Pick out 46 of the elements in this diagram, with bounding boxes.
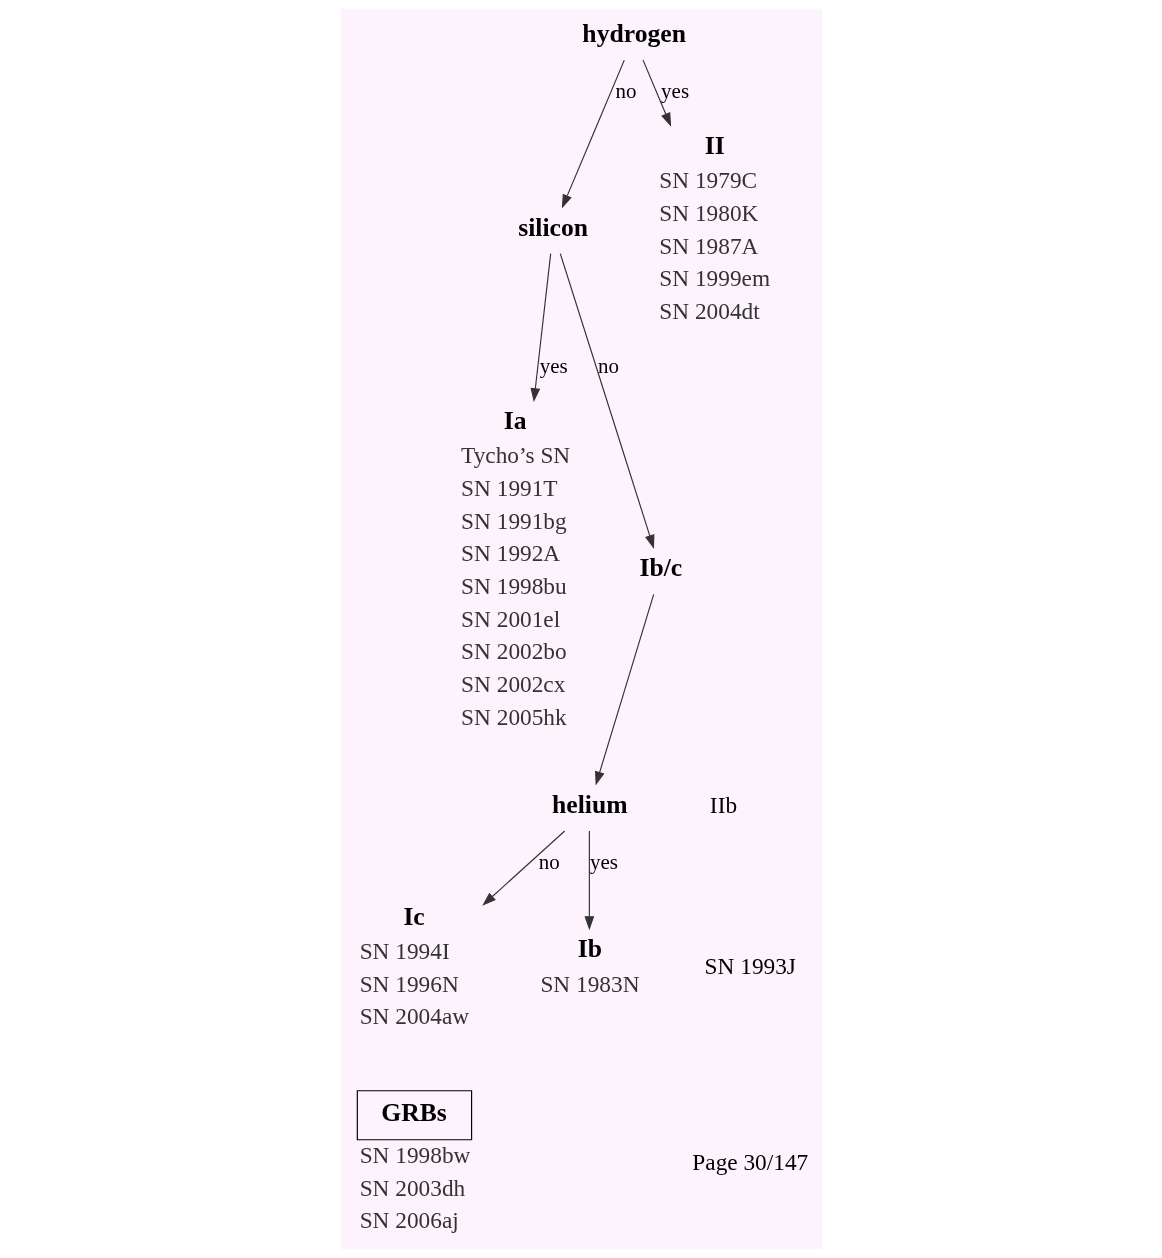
node-label: SN 1983N [539, 970, 639, 997]
edge-label: yes [589, 849, 618, 874]
label: Page 30/147 [691, 1149, 808, 1176]
node-label: SN 2001el [460, 605, 560, 632]
node-text: helium [551, 789, 628, 819]
node-text: silicon [517, 212, 588, 242]
node-text: Ia [503, 406, 526, 436]
node-label: SN 1979C [658, 167, 757, 194]
arrow [583, 830, 594, 931]
node-box: GRBs [356, 1090, 472, 1141]
node-label: SN 1999em [658, 265, 770, 292]
arrow [481, 830, 565, 906]
node-label: SN 2002cx [460, 670, 565, 697]
node-label: SN 2006aj [359, 1207, 459, 1234]
edge-label: no [597, 353, 619, 378]
node-text: Ib [577, 934, 602, 964]
node-label: SN 2004aw [359, 1003, 469, 1030]
node-text: II [704, 130, 725, 160]
edge-label: no [615, 78, 637, 103]
arrow [642, 59, 671, 127]
node-label: SN 1987A [658, 232, 758, 259]
arrow [594, 593, 654, 786]
node-label: SN 1998bw [359, 1142, 470, 1169]
node-label: SN 2005hk [460, 703, 567, 730]
arrow [559, 252, 654, 549]
node-label: SN 2002bo [460, 638, 567, 665]
arrow [530, 252, 551, 403]
node-label: SN 1998bu [460, 573, 567, 600]
node-label: SN 1991bg [460, 507, 567, 534]
edge-label: yes [539, 353, 568, 378]
label: SN 1993J [704, 953, 796, 980]
arrow [561, 59, 625, 209]
node-label: SN 1980K [658, 199, 758, 226]
node-label: Tycho’s SN [460, 442, 570, 469]
node-text: hydrogen [581, 19, 686, 49]
label: IIb [709, 792, 737, 819]
node-text: Ib/c [639, 553, 682, 583]
node-label: SN 2003dh [359, 1174, 465, 1201]
node-text: Ic [402, 901, 425, 931]
node-label: SN 1991T [460, 475, 558, 502]
edge-label: no [538, 849, 560, 874]
node-label: SN 1994I [359, 938, 450, 964]
node-label: SN 2004dt [658, 297, 760, 324]
node-label: SN 1996N [359, 970, 459, 997]
node-label: SN 1992A [460, 540, 560, 567]
edge-label: yes [660, 78, 689, 103]
